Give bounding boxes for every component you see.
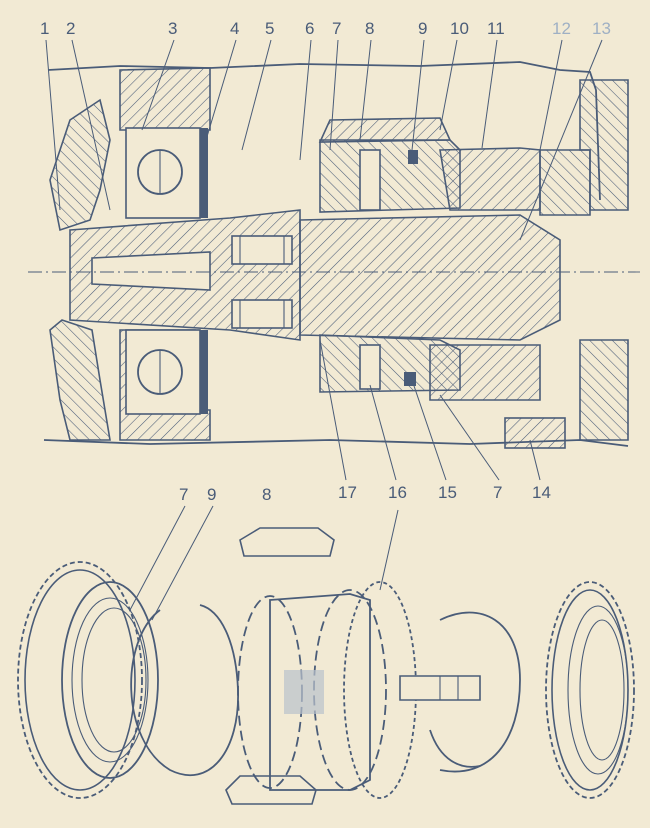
callout-16: 16	[388, 483, 407, 502]
bottom-callouts: 17 16 15 7 14	[338, 483, 551, 502]
leader-9	[411, 39, 425, 151]
right-cover-upper	[579, 79, 629, 211]
callout-12: 12	[552, 19, 571, 38]
callout-1: 1	[40, 19, 49, 38]
right-gear-hub-upper	[539, 149, 591, 216]
spring-ring-upper	[408, 150, 418, 164]
callout-13: 13	[592, 19, 611, 38]
top-callouts: 1 2 3 4 5 6 7 8 9 10 11 12 13	[40, 19, 611, 38]
left-sync-gear	[17, 561, 159, 799]
leader-15	[411, 379, 447, 481]
callout-10: 10	[450, 19, 469, 38]
left-gear-teeth	[17, 561, 143, 799]
right-cone-inner	[579, 619, 625, 761]
callout-11: 11	[487, 19, 505, 38]
housing-bottom-edge	[43, 439, 629, 447]
leader-14	[529, 439, 541, 481]
callout-6: 6	[305, 19, 314, 38]
top-leaders	[45, 39, 603, 241]
right-gear-lower	[429, 344, 541, 401]
left-cone-inner	[71, 597, 149, 763]
leader-9-exploded	[151, 505, 214, 621]
right-sync-gear	[545, 581, 635, 799]
input-shaft-bore	[91, 251, 211, 291]
bearing-upper-outline	[125, 127, 201, 219]
bearing-shim-lower	[200, 330, 208, 414]
right-cover-lower	[579, 339, 629, 441]
exploded-callouts: 7 9 8	[179, 485, 271, 504]
callout-3: 3	[168, 19, 177, 38]
sync-sleeve-upper	[318, 117, 452, 143]
left-cover-lower	[49, 319, 111, 441]
leader-5	[241, 39, 272, 151]
right-cone-outer	[567, 605, 629, 775]
leader-3	[141, 39, 175, 131]
leader-12	[539, 39, 563, 151]
spring-ring-lower	[404, 372, 416, 386]
hub-splines-right	[313, 589, 387, 791]
callout-9-exploded: 9	[207, 485, 216, 504]
callout-15: 15	[438, 483, 457, 502]
callout-8-exploded: 8	[262, 485, 271, 504]
exploded-leaders	[129, 505, 399, 621]
right-spring-ring	[439, 611, 521, 773]
needle-bearing-upper	[231, 235, 293, 265]
left-cone-outer	[61, 581, 159, 779]
right-gear-body	[551, 589, 629, 791]
leader-7-exploded	[129, 505, 186, 611]
left-cone-groove	[81, 607, 147, 753]
sync-hub-upper	[319, 139, 461, 213]
hub-shading	[284, 670, 324, 714]
callout-4: 4	[230, 19, 239, 38]
central-sync-hub	[237, 581, 481, 799]
hub-outline	[269, 593, 371, 791]
leader-16-exploded	[379, 509, 399, 591]
callout-5: 5	[265, 19, 274, 38]
sync-block-8-top	[239, 527, 335, 557]
leader-7-bottom	[439, 394, 500, 481]
bottom-leaders	[319, 339, 541, 481]
callout-8: 8	[365, 19, 374, 38]
leader-10	[439, 39, 458, 131]
right-spring-ring-end	[429, 729, 481, 768]
callout-7-bottom: 7	[493, 483, 502, 502]
left-cover-upper	[49, 98, 111, 232]
callout-7: 7	[332, 19, 341, 38]
left-spring-ring	[130, 604, 239, 777]
leader-13	[519, 39, 603, 241]
leader-17	[319, 339, 347, 481]
left-gear-body	[24, 569, 136, 791]
leader-1	[45, 39, 61, 211]
leader-2	[71, 39, 111, 211]
right-gear-teeth	[545, 581, 635, 799]
leader-11	[481, 39, 498, 149]
callout-2: 2	[66, 19, 75, 38]
leader-6	[299, 39, 312, 161]
sync-block-lower	[359, 344, 381, 390]
needle-bearing-lower	[231, 299, 293, 329]
callout-17: 17	[338, 483, 357, 502]
leader-16	[369, 384, 397, 481]
leader-4	[205, 39, 237, 141]
leader-7	[329, 39, 339, 151]
callout-14: 14	[532, 483, 551, 502]
part-14-block	[504, 417, 566, 449]
bearing-shim-upper	[200, 128, 208, 218]
right-gear-upper	[439, 147, 541, 211]
leader-8	[359, 39, 372, 141]
sync-block-upper	[359, 149, 381, 211]
main-shaft	[299, 214, 561, 341]
sectional-view	[28, 61, 640, 449]
callout-9: 9	[418, 19, 427, 38]
callout-7-exploded: 7	[179, 485, 188, 504]
